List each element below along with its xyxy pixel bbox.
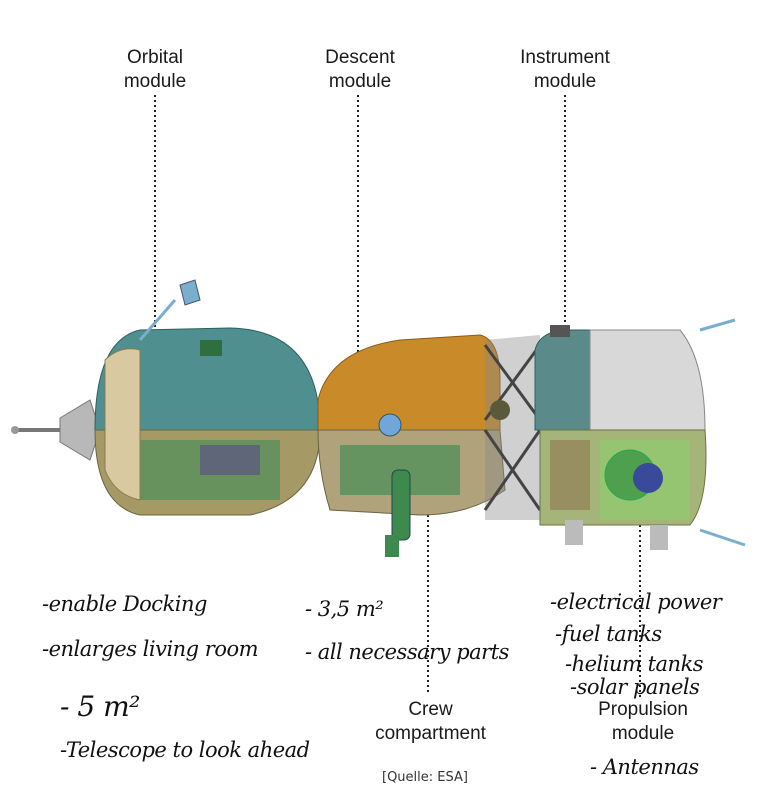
note-propulsion-antennas: - Antennas [590,755,699,779]
note-instrument-power: -electrical power [550,590,722,614]
descent-module-shape [317,334,506,557]
note-descent-parts: - all necessary parts [305,640,509,664]
note-orbital-living-room: -enlarges living room [42,637,259,661]
note-orbital-docking: -enable Docking [42,592,207,616]
label-instrument-module: Instrument module [520,47,610,92]
note-orbital-telescope: -Telescope to look ahead [60,738,310,762]
propulsion-module-shape [539,318,746,550]
label-crew-compartment: Crew compartment [375,699,486,744]
source-credit: [Quelle: ESA] [382,770,468,785]
note-instrument-helium: -helium tanks [565,652,704,676]
instrument-module-shape [483,325,601,520]
leader-lines [154,95,641,700]
label-propulsion-module: Propulsion module [598,699,688,744]
note-descent-volume: - 3,5 m² [305,597,384,621]
note-instrument-solar: -solar panels [570,675,700,699]
nose-antenna [11,399,101,461]
orbital-module-shape [94,279,321,516]
label-descent-module: Descent module [325,47,395,92]
note-instrument-fuel: -fuel tanks [555,622,662,646]
note-orbital-volume: - 5 m² [60,690,140,723]
label-orbital-module: Orbital module [123,47,187,92]
